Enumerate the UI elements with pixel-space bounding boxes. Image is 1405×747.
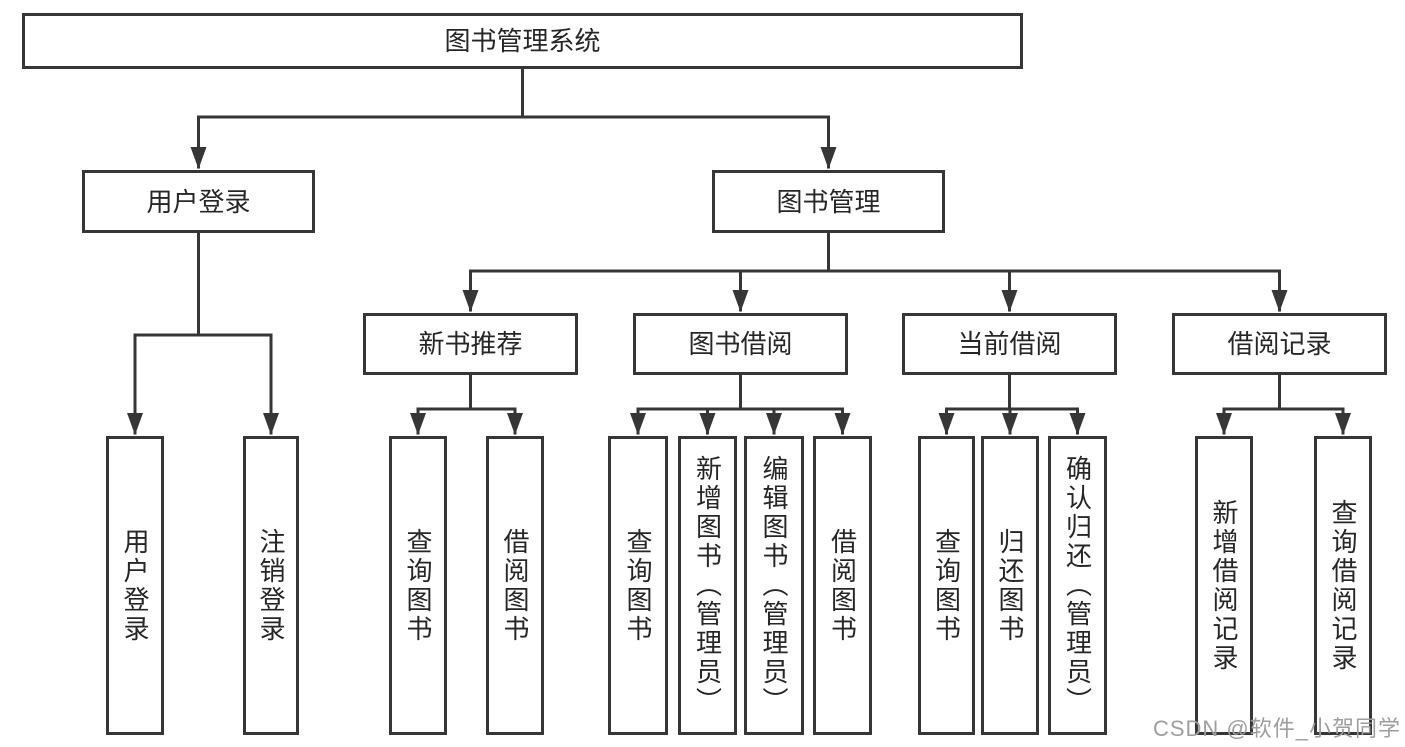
leaf-query-borrow-record: 查询借阅记录 bbox=[1314, 436, 1372, 735]
node-label: 归还图书 bbox=[995, 527, 1026, 644]
csdn-watermark: CSDN @软件_小贺同学 bbox=[1152, 716, 1401, 741]
leaf-confirm-return-admin: 确认归还（管理员） bbox=[1048, 436, 1107, 735]
leaf-recommend-query-book: 查询图书 bbox=[389, 436, 447, 735]
node-label: 编辑图书（管理员） bbox=[759, 455, 790, 716]
node-label: 当前借阅 bbox=[957, 329, 1062, 359]
node-label: 新增图书（管理员） bbox=[692, 455, 723, 716]
node-current-borrow: 当前借阅 bbox=[902, 313, 1117, 375]
node-label: 图书管理 bbox=[776, 186, 881, 217]
leaf-logout: 注销登录 bbox=[243, 436, 299, 735]
node-label: 新书推荐 bbox=[418, 329, 523, 359]
leaf-user-login: 用户登录 bbox=[106, 436, 164, 735]
node-label: 图书借阅 bbox=[688, 329, 793, 359]
node-user-login: 用户登录 bbox=[82, 170, 315, 233]
node-label: 查询借阅记录 bbox=[1328, 498, 1359, 673]
node-label: 用户登录 bbox=[146, 186, 251, 217]
node-label: 借阅图书 bbox=[500, 527, 531, 644]
leaf-add-borrow-record: 新增借阅记录 bbox=[1195, 436, 1253, 735]
node-borrow-records: 借阅记录 bbox=[1172, 313, 1387, 375]
leaf-recommend-borrow-book: 借阅图书 bbox=[486, 436, 544, 735]
leaf-add-book-admin: 新增图书（管理员） bbox=[678, 436, 737, 735]
node-book-management: 图书管理 bbox=[712, 170, 945, 233]
leaf-current-query-book: 查询图书 bbox=[918, 436, 975, 735]
node-book-borrow: 图书借阅 bbox=[633, 313, 848, 375]
node-label: 借阅记录 bbox=[1227, 329, 1332, 359]
node-library-system: 图书管理系统 bbox=[22, 13, 1023, 69]
leaf-return-book: 归还图书 bbox=[981, 436, 1039, 735]
node-label: 用户登录 bbox=[120, 527, 151, 644]
node-label: 查询图书 bbox=[623, 527, 654, 644]
node-label: 新增借阅记录 bbox=[1209, 498, 1240, 673]
leaf-borrow-book: 借阅图书 bbox=[813, 436, 872, 735]
leaf-borrow-query-book: 查询图书 bbox=[608, 436, 668, 735]
node-new-book-recommend: 新书推荐 bbox=[363, 313, 578, 375]
node-label: 图书管理系统 bbox=[444, 26, 601, 56]
node-label: 确认归还（管理员） bbox=[1062, 455, 1093, 716]
node-label: 借阅图书 bbox=[827, 527, 858, 644]
node-label: 注销登录 bbox=[256, 527, 287, 644]
node-label: 查询图书 bbox=[931, 527, 962, 644]
node-label: 查询图书 bbox=[403, 527, 434, 644]
leaf-edit-book-admin: 编辑图书（管理员） bbox=[744, 436, 804, 735]
